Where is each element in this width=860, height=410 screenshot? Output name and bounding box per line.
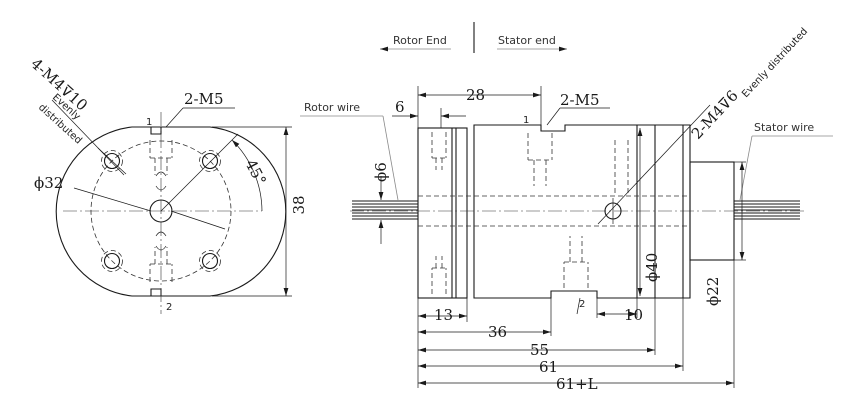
dim-13-label: 13 bbox=[434, 306, 453, 324]
mount-hole bbox=[103, 252, 121, 270]
side-view: Rotor wire Stator wire 28 6 2-M5 1 2 2-M… bbox=[300, 26, 833, 393]
front-angle-label: 45° bbox=[241, 156, 269, 188]
dim-36-label: 36 bbox=[488, 323, 507, 341]
top-notch bbox=[150, 127, 162, 135]
diameter-leader bbox=[73, 187, 152, 212]
rotor-wire-bundle bbox=[352, 200, 418, 220]
side-thread-top-label: 2-M5 bbox=[560, 91, 600, 109]
bottom-tapped-hole-hidden bbox=[149, 247, 173, 282]
stator-wire-bundle bbox=[734, 200, 800, 220]
stator-end-label: Stator end bbox=[498, 34, 556, 47]
angle-line bbox=[160, 133, 239, 212]
header: Rotor End Stator end bbox=[380, 22, 567, 53]
bottom-notch bbox=[150, 288, 162, 296]
side-mark-bottom: 2 bbox=[579, 299, 585, 310]
diameter-leader-2 bbox=[170, 210, 226, 230]
holes-leader-tick bbox=[97, 147, 127, 175]
rotor-flange bbox=[417, 127, 468, 299]
front-diameter-label: ϕ32 bbox=[34, 174, 63, 192]
front-thread-top-label: 2-M5 bbox=[184, 90, 224, 108]
dim-phi40-label: ϕ40 bbox=[643, 253, 661, 282]
dim-10-label: 10 bbox=[624, 306, 643, 324]
side-holes-leader bbox=[597, 104, 711, 225]
holes-leader bbox=[51, 99, 125, 176]
front-height-label: 38 bbox=[290, 195, 308, 214]
mount-hole bbox=[201, 252, 219, 270]
dim-28-label: 28 bbox=[466, 86, 485, 104]
rotor-wire-label: Rotor wire bbox=[304, 101, 360, 114]
side-mark-top: 1 bbox=[523, 115, 529, 126]
front-mark-top: 1 bbox=[146, 117, 152, 128]
dim-phi6-label: ϕ6 bbox=[372, 162, 390, 182]
front-outline bbox=[55, 126, 287, 297]
dim-6-label: 6 bbox=[395, 98, 405, 116]
side-holes-callout: 2-M4⊽6 bbox=[688, 87, 742, 143]
m5-leader bbox=[165, 107, 184, 128]
bottom-thread-symbol bbox=[155, 231, 167, 251]
front-mark-bottom: 2 bbox=[166, 302, 172, 313]
mount-hole-thread bbox=[199, 250, 221, 272]
stator-wire-label: Stator wire bbox=[754, 121, 814, 134]
angle-arc bbox=[231, 139, 263, 212]
rotor-end-label: Rotor End bbox=[393, 34, 447, 47]
top-tapped-hole-hidden bbox=[149, 140, 173, 175]
mount-hole-thread bbox=[101, 150, 123, 172]
mount-hole bbox=[103, 152, 121, 170]
top-thread-symbol bbox=[155, 171, 167, 191]
side-holes-note: Evenly distributed bbox=[740, 26, 810, 100]
dim-61L-label: 61+L bbox=[556, 375, 598, 393]
front-view: 2-M5 1 2 ϕ32 38 45° 4-M4⊽10 Evenly distr… bbox=[27, 55, 308, 314]
dim-phi22-label: ϕ22 bbox=[704, 277, 722, 306]
dim-55-label: 55 bbox=[530, 341, 549, 359]
mount-hole-thread bbox=[101, 250, 123, 272]
mount-hole bbox=[201, 152, 219, 170]
mount-hole-thread bbox=[199, 150, 221, 172]
dim-61-label: 61 bbox=[539, 358, 558, 376]
